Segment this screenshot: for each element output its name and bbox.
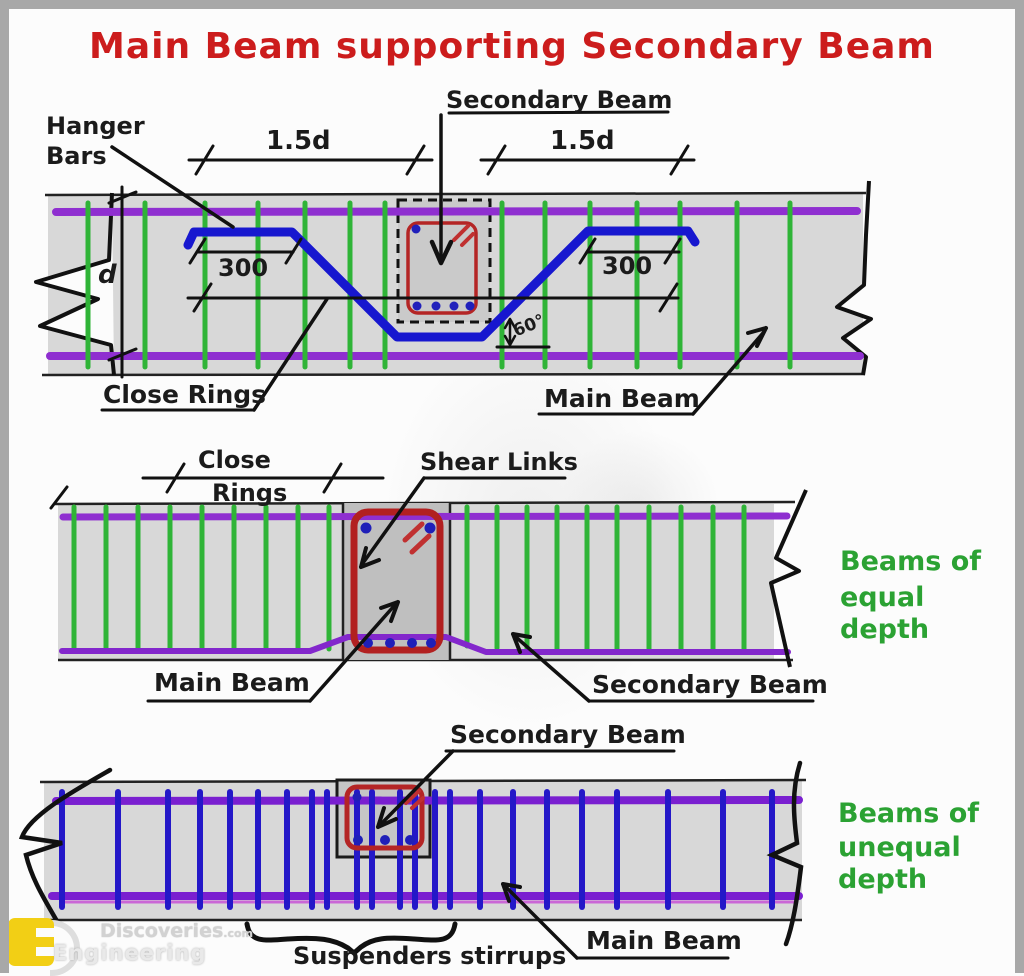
note-unequal-depth-line1: Beams of [838, 798, 980, 829]
dim-1-5d-left: 1.5d [266, 126, 331, 156]
main-beam-label-d3: Main Beam [586, 926, 742, 955]
hanger-bars-label-line2: Bars [46, 142, 107, 170]
dimension-lines [107, 144, 696, 379]
leader-lines [376, 749, 730, 960]
close-rings-label-d1: Close Rings [103, 380, 267, 409]
close-rings-d2-line2: Rings [212, 479, 288, 507]
secondary-beam-bars [411, 224, 475, 311]
break-line-right [769, 489, 808, 668]
suspenders-brace [244, 921, 458, 957]
note-unequal-depth-line2: unequal [838, 832, 961, 863]
logo-notch [36, 947, 54, 956]
bottom-rebar-bent [59, 634, 791, 655]
brand-logo-icon [8, 918, 54, 966]
frame-edge-left [0, 0, 9, 973]
note-unequal-depth-line3: depth [838, 864, 928, 895]
main-beam-label-d1: Main Beam [544, 384, 700, 413]
watermark-brand: Discoveries.com [100, 920, 253, 942]
longitudinal-rebar [48, 796, 803, 904]
secondary-beam-label-d1: Secondary Beam [446, 86, 673, 114]
hanger-bar [183, 226, 700, 342]
diagram1-main-beam-section [34, 110, 873, 416]
watermark-brand-suffix: .com [223, 927, 253, 940]
note-equal-depth-line2: equal [840, 582, 925, 613]
leader-lines [146, 476, 815, 703]
frame-edge-top [0, 0, 1024, 9]
diagram2-equal-depth-section [49, 462, 815, 703]
hanger-bars-label-line1: Hanger [46, 112, 145, 140]
dim-300-left: 300 [218, 254, 269, 282]
dim-300-right: 300 [602, 252, 653, 280]
main-beam-label-d2: Main Beam [154, 668, 310, 697]
note-equal-depth-line3: depth [840, 614, 930, 645]
close-rings-d2-line1: Close [198, 446, 271, 474]
dim-d: d [98, 260, 117, 290]
frame-edge-right [1015, 0, 1024, 973]
shear-link [350, 508, 444, 654]
break-line-right [766, 760, 804, 947]
note-equal-depth-line1: Beams of [840, 546, 982, 577]
close-ring-stirrups [71, 504, 747, 652]
watermark-brand-text: Discoveries [100, 920, 224, 942]
dim-1-5d-right: 1.5d [550, 126, 615, 156]
leader-lines [100, 110, 768, 416]
diagram3-unequal-depth-section [18, 749, 807, 960]
secondary-beam-label-d3: Secondary Beam [450, 720, 686, 749]
suspenders-stirrups-label: Suspenders stirrups [293, 942, 567, 970]
break-line-left [18, 767, 113, 926]
top-rebar [52, 207, 861, 216]
shear-links-label: Shear Links [420, 448, 578, 476]
suspender-stirrups [59, 789, 775, 910]
secondary-beam-bars [360, 522, 436, 648]
top-rebar [59, 512, 791, 521]
secondary-beam-link [344, 784, 425, 851]
secondary-beam-label-d2: Secondary Beam [592, 670, 828, 699]
logo-notch [36, 928, 54, 937]
page-title: Main Beam supporting Secondary Beam [89, 26, 935, 67]
secondary-beam-bars [352, 792, 415, 845]
dimension-lines [141, 462, 385, 494]
break-line-left-corner [49, 485, 69, 510]
watermark-subtitle: Engineering [53, 941, 207, 965]
break-line-left [34, 192, 116, 376]
